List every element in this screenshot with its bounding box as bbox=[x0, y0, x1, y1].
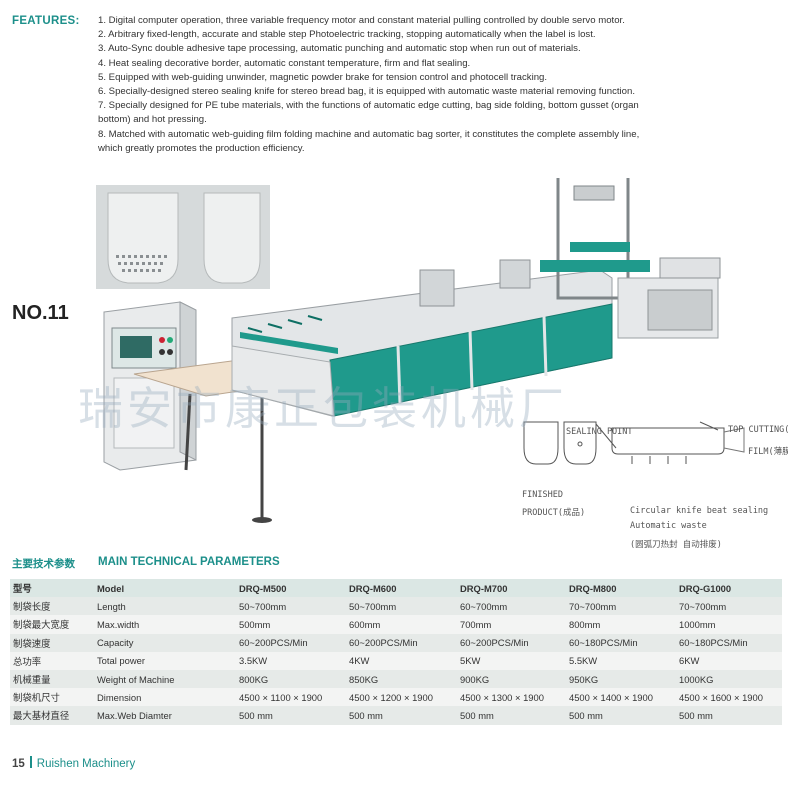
feature-item: 1. Digital computer operation, three var… bbox=[98, 15, 625, 26]
cell: 制袋长度 bbox=[10, 597, 94, 616]
params-table: 型号 Model DRQ-M500 DRQ-M600 DRQ-M700 DRQ-… bbox=[10, 579, 782, 725]
cell: 500 mm bbox=[236, 706, 346, 725]
sample-bags-image bbox=[96, 185, 270, 289]
feature-item: 7. Specially designed for PE tube materi… bbox=[98, 100, 639, 112]
feature-item: which greatly promotes the production ef… bbox=[98, 142, 305, 154]
bag-schematic bbox=[523, 421, 745, 465]
cell: 5KW bbox=[457, 651, 566, 670]
cell: 60~180PCS/Min bbox=[676, 633, 782, 652]
header-cell: DRQ-G1000 bbox=[676, 579, 782, 598]
table-row: 制袋长度 Length 50~700mm 50~700mm 60~700mm 7… bbox=[10, 597, 782, 616]
cell: 制袋机尺寸 bbox=[10, 688, 94, 707]
params-header-row: 型号 Model DRQ-M500 DRQ-M600 DRQ-M700 DRQ-… bbox=[10, 579, 782, 598]
page-number: 15 bbox=[12, 758, 25, 770]
footer-divider bbox=[29, 756, 32, 768]
cell: Weight of Machine bbox=[94, 669, 236, 689]
cell: 70~700mm bbox=[566, 597, 676, 616]
params-title-cn: 主要技术参数 bbox=[12, 558, 75, 570]
caption-product: PRODUCT(成品) bbox=[522, 508, 586, 518]
caption-sealing-point: SEALING POINT bbox=[566, 427, 633, 437]
cell: 500 mm bbox=[676, 706, 782, 725]
cell: 950KG bbox=[566, 669, 676, 689]
header-cell: 型号 bbox=[10, 579, 94, 598]
cell: 800KG bbox=[236, 669, 346, 689]
cell: 900KG bbox=[457, 669, 566, 689]
table-row: 制袋最大宽度 Max.width 500mm 600mm 700mm 800mm… bbox=[10, 615, 782, 634]
caption-knife-line2: Automatic waste bbox=[630, 521, 707, 531]
cell: 最大基材直径 bbox=[10, 706, 94, 725]
cell: 70~700mm bbox=[676, 597, 782, 616]
cell: 4500 × 1200 × 1900 bbox=[346, 688, 457, 707]
control-cabinet bbox=[103, 301, 197, 471]
feature-item: 8. Matched with automatic web-guiding fi… bbox=[98, 128, 640, 140]
header-cell: Model bbox=[94, 579, 236, 598]
cell: 850KG bbox=[346, 669, 457, 689]
caption-knife-line3: (圆弧刀热封 自动排废) bbox=[630, 540, 722, 550]
cell: 4500 × 1300 × 1900 bbox=[457, 688, 566, 707]
cell: 1000mm bbox=[676, 615, 782, 634]
table-row: 制袋机尺寸 Dimension 4500 × 1100 × 1900 4500 … bbox=[10, 688, 782, 707]
feature-item: 6. Specially-designed stereo sealing kni… bbox=[98, 86, 636, 98]
machine-illustration bbox=[103, 178, 745, 523]
cell: 6KW bbox=[676, 651, 782, 670]
cell: 制袋速度 bbox=[10, 633, 94, 652]
feature-item: bottom) and hot pressing. bbox=[98, 114, 207, 126]
features-list: 1. Digital computer operation, three var… bbox=[98, 14, 782, 156]
page-footer: 15 Ruishen Machinery bbox=[12, 756, 135, 770]
cell: 800mm bbox=[566, 615, 676, 634]
feature-item: 3. Auto-Sync double adhesive tape proces… bbox=[98, 43, 581, 55]
caption-finished: FINISHED bbox=[522, 490, 563, 500]
brand-name: Ruishen Machinery bbox=[36, 758, 136, 770]
table-row: 最大基材直径 Max.Web Diamter 500 mm 500 mm 500… bbox=[10, 706, 782, 725]
cell: Length bbox=[94, 597, 236, 616]
cell: 60~200PCS/Min bbox=[236, 633, 346, 652]
cell: 500 mm bbox=[457, 706, 566, 725]
table-row: 制袋速度 Capacity 60~200PCS/Min 60~200PCS/Mi… bbox=[10, 633, 782, 652]
feature-item: 4. Heat sealing decorative border, autom… bbox=[98, 57, 471, 69]
cell: 5.5KW bbox=[566, 651, 676, 670]
cell: 600mm bbox=[346, 615, 457, 634]
cell: 4KW bbox=[346, 651, 457, 670]
cell: 700mm bbox=[457, 615, 566, 634]
cell: 3.5KW bbox=[236, 651, 346, 670]
table-row: 总功率 Total power 3.5KW 4KW 5KW 5.5KW 6KW bbox=[10, 651, 782, 670]
cell: Max.width bbox=[94, 615, 236, 634]
cell: 制袋最大宽度 bbox=[10, 615, 94, 634]
caption-film: FILM(薄膜) bbox=[748, 447, 788, 457]
cell: 500 mm bbox=[346, 706, 457, 725]
params-title-en: MAIN TECHNICAL PARAMETERS bbox=[98, 556, 280, 568]
caption-top-cutting: TOP CUTTING(截口) bbox=[728, 425, 788, 435]
feature-item: 2. Arbitrary fixed-length, accurate and … bbox=[98, 29, 596, 41]
cell: 4500 × 1100 × 1900 bbox=[236, 688, 346, 707]
cell: Dimension bbox=[94, 688, 236, 707]
cell: Capacity bbox=[94, 633, 236, 652]
cell: 60~180PCS/Min bbox=[566, 633, 676, 652]
header-cell: DRQ-M500 bbox=[236, 579, 346, 598]
features-label: FEATURES: bbox=[12, 15, 80, 27]
unwinder-tower bbox=[540, 178, 721, 339]
sample-bags-photo bbox=[96, 185, 270, 289]
cell: 50~700mm bbox=[236, 597, 346, 616]
cell: 60~200PCS/Min bbox=[346, 633, 457, 652]
cell: 机械重量 bbox=[10, 669, 94, 689]
cell: 4500 × 1400 × 1900 bbox=[566, 688, 676, 707]
table-row: 机械重量 Weight of Machine 800KG 850KG 900KG… bbox=[10, 669, 782, 689]
watermark: 瑞安市康正包装机械厂 bbox=[78, 382, 569, 435]
cell: 500mm bbox=[236, 615, 346, 634]
cell: 总功率 bbox=[10, 651, 94, 670]
cell: 500 mm bbox=[566, 706, 676, 725]
header-cell: DRQ-M700 bbox=[457, 579, 566, 598]
cell: Max.Web Diamter bbox=[94, 706, 236, 725]
cell: 1000KG bbox=[676, 669, 782, 689]
header-cell: DRQ-M800 bbox=[566, 579, 676, 598]
cell: Total power bbox=[94, 651, 236, 670]
cell: 60~700mm bbox=[457, 597, 566, 616]
cell: 60~200PCS/Min bbox=[457, 633, 566, 652]
feature-item: 5. Equipped with web-guiding unwinder, m… bbox=[98, 71, 548, 83]
header-cell: DRQ-M600 bbox=[346, 579, 457, 598]
model-tag: NO.11 bbox=[12, 302, 69, 324]
cell: 50~700mm bbox=[346, 597, 457, 616]
caption-knife-line1: Circular knife beat sealing bbox=[630, 506, 769, 516]
cell: 4500 × 1600 × 1900 bbox=[676, 688, 782, 707]
